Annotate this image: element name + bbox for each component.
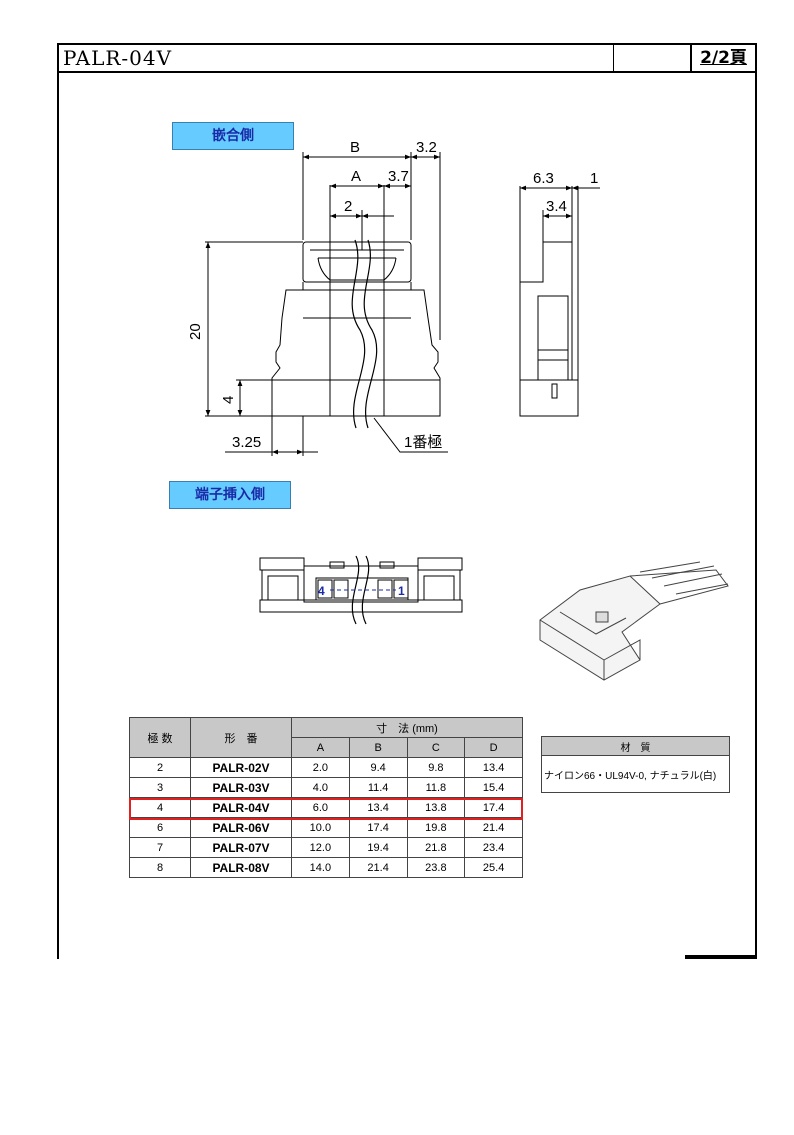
cell-B: 19.4 xyxy=(348,837,408,858)
dim-20: 20 xyxy=(187,323,204,340)
cell-B: 9.4 xyxy=(348,757,408,778)
terminal-view xyxy=(259,555,463,625)
cell-C: 23.8 xyxy=(406,857,466,878)
table-row: 3 PALR-03V 4.0 11.4 11.8 15.4 xyxy=(129,777,523,798)
dim-B: B xyxy=(350,139,360,156)
dim-A: A xyxy=(351,168,361,185)
cell-C: 21.8 xyxy=(406,837,466,858)
table-row: 4 PALR-04V 6.0 13.4 13.8 17.4 xyxy=(129,797,523,818)
cell-model: PALR-08V xyxy=(190,857,292,878)
dim-2: 2 xyxy=(344,198,352,215)
cell-A: 2.0 xyxy=(291,757,350,778)
cell-poles: 7 xyxy=(129,837,191,858)
col-B: B xyxy=(348,737,408,758)
cell-B: 21.4 xyxy=(348,857,408,878)
dim-3-7: 3.7 xyxy=(388,168,409,185)
col-dims: 寸 法 (mm) xyxy=(291,717,523,738)
cell-A: 12.0 xyxy=(291,837,350,858)
dim-3-25: 3.25 xyxy=(232,434,261,451)
front-view xyxy=(205,152,448,456)
table-row: 8 PALR-08V 14.0 21.4 23.8 25.4 xyxy=(129,857,523,878)
pin-4-marker: 4 xyxy=(318,584,325,598)
col-C: C xyxy=(406,737,466,758)
dimension-table: 極 数 形 番 寸 法 (mm) A B C D 2 PALR-02V 2.0 … xyxy=(129,717,523,878)
material-table: 材 質 ナイロン66・UL94V-0, ナチュラル(白) xyxy=(541,736,730,793)
page-number: 2/2頁 xyxy=(700,48,747,68)
cell-B: 17.4 xyxy=(348,817,408,838)
dim-1: 1 xyxy=(590,170,598,187)
cell-A: 4.0 xyxy=(291,777,350,798)
cell-D: 21.4 xyxy=(464,817,523,838)
cell-B: 11.4 xyxy=(348,777,408,798)
material-value: ナイロン66・UL94V-0, ナチュラル(白) xyxy=(541,755,730,793)
cell-poles: 3 xyxy=(129,777,191,798)
cell-A: 14.0 xyxy=(291,857,350,878)
table-row: 2 PALR-02V 2.0 9.4 9.8 13.4 xyxy=(129,757,523,778)
cell-A: 10.0 xyxy=(291,817,350,838)
cell-D: 15.4 xyxy=(464,777,523,798)
frame-bottom-mark xyxy=(685,955,757,959)
title-block: PALR-04V 2/2頁 xyxy=(57,43,757,73)
cell-poles: 2 xyxy=(129,757,191,778)
pin-1-label: 1番極 xyxy=(404,434,442,451)
dim-4: 4 xyxy=(220,396,237,404)
table-row: 7 PALR-07V 12.0 19.4 21.8 23.4 xyxy=(129,837,523,858)
pin-1-marker: 1 xyxy=(398,584,405,598)
cell-C: 19.8 xyxy=(406,817,466,838)
cell-D: 25.4 xyxy=(464,857,523,878)
col-model: 形 番 xyxy=(190,717,292,758)
cell-C: 9.8 xyxy=(406,757,466,778)
col-poles: 極 数 xyxy=(129,717,191,758)
dim-6-3: 6.3 xyxy=(533,170,554,187)
cell-model: PALR-06V xyxy=(190,817,292,838)
dim-3-4: 3.4 xyxy=(546,198,567,215)
selected-row-highlight xyxy=(129,798,523,820)
table-row: 6 PALR-06V 10.0 17.4 19.8 21.4 xyxy=(129,817,523,838)
dim-3-2: 3.2 xyxy=(416,139,437,156)
col-A: A xyxy=(291,737,350,758)
cell-D: 23.4 xyxy=(464,837,523,858)
cell-D: 13.4 xyxy=(464,757,523,778)
side-view xyxy=(519,185,600,417)
cell-poles: 6 xyxy=(129,817,191,838)
col-D: D xyxy=(464,737,523,758)
cell-poles: 8 xyxy=(129,857,191,878)
material-header: 材 質 xyxy=(541,736,730,756)
title-blank-cell xyxy=(614,45,692,71)
mating-side-label: 嵌合側 xyxy=(172,122,294,150)
terminal-side-label: 端子挿入側 xyxy=(169,481,291,509)
cell-model: PALR-03V xyxy=(190,777,292,798)
isometric-view xyxy=(539,561,729,681)
cell-model: PALR-02V xyxy=(190,757,292,778)
part-number-title: PALR-04V xyxy=(59,45,614,71)
cell-model: PALR-07V xyxy=(190,837,292,858)
cell-C: 11.8 xyxy=(406,777,466,798)
